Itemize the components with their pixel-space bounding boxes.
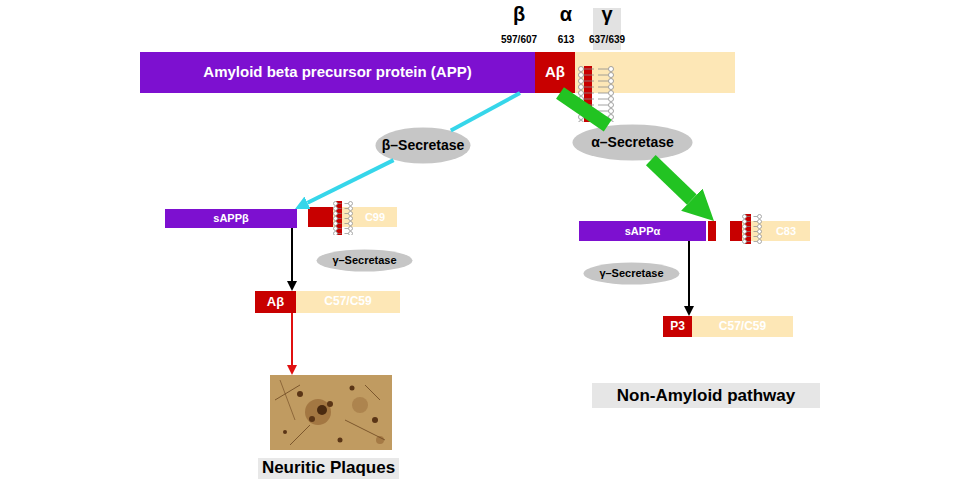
node-text: γ–Secretase (599, 267, 663, 279)
node-text: P3 (670, 320, 685, 333)
node-text: α–Secretase (591, 135, 674, 150)
plaque-dot (309, 416, 315, 422)
fiber-line (290, 425, 310, 445)
fragment-box: C83 (730, 221, 810, 241)
peptide-box: P3 (663, 316, 692, 337)
plaque-dot (327, 401, 333, 407)
cleavage-site: α (552, 1, 580, 27)
fiber-line (280, 380, 295, 420)
plaque-halo (305, 399, 331, 425)
text-area: sAPPα (579, 221, 706, 241)
cleavage-site: β (505, 1, 533, 27)
node-text: Aβ (545, 64, 565, 81)
micrograph-shade (270, 375, 392, 450)
plaque-halo (352, 397, 368, 413)
fiber-line (365, 385, 380, 400)
text-area: β–Secretase (375, 127, 471, 164)
text-area: P3 (663, 316, 692, 337)
plaque-core (317, 405, 327, 415)
precursor-protein-bar: Amyloid beta precursor protein (APP) Aβ (140, 52, 735, 93)
text-area: Aβ (255, 291, 296, 313)
membrane-bilayer (578, 66, 614, 122)
residue-number: 597/607 (492, 32, 546, 46)
beta-cleavage-arrow (451, 93, 520, 130)
fragment-box: C99 (308, 207, 397, 227)
node-text: C99 (365, 211, 385, 223)
ellipse-shape (317, 250, 413, 272)
node-text: C57/C59 (324, 295, 371, 308)
ellipse-shape (573, 125, 693, 161)
fragment-box: sAPPβ (165, 209, 297, 228)
plaque-dot (283, 430, 287, 434)
node-text: γ–Secretase (332, 254, 396, 266)
gamma-cleavage-arrow (688, 241, 690, 306)
text-area: C83 (762, 221, 810, 241)
node-text: sAPPα (625, 225, 661, 237)
fragment-box: C57/C59 (296, 291, 400, 313)
text-area: γ–Secretase (316, 249, 413, 272)
plaque-dot (297, 391, 303, 397)
fiber-line (275, 385, 300, 400)
text-area: sAPPβ (165, 209, 297, 228)
pathway-label: Non-Amyloid pathway (592, 383, 820, 408)
aggregation-arrow (291, 313, 293, 365)
text-area: C99 (353, 207, 397, 227)
text-area: Amyloid beta precursor protein (APP) (140, 52, 535, 93)
node-text: Amyloid beta precursor protein (APP) (203, 64, 471, 81)
transmembrane-segment (745, 214, 751, 244)
gamma-cleavage-arrow (291, 228, 293, 281)
text-area: α–Secretase (572, 124, 693, 161)
node-text: Aβ (267, 295, 284, 309)
plaque-micrograph (270, 375, 392, 450)
micrograph-background (270, 375, 392, 450)
plaque-image: Neuritic Plaques (245, 375, 412, 480)
residue-number: 613 (551, 32, 581, 46)
plaque-dot (338, 438, 343, 443)
plaque-dot (372, 417, 378, 423)
text-area: C57/C59 (296, 291, 400, 313)
text-area: Neuritic Plaques (245, 457, 412, 480)
text-area: γ–Secretase (583, 262, 680, 285)
peptide-box: Aβ (255, 291, 296, 313)
enzyme-ellipse: α–Secretase (572, 124, 693, 161)
ellipse-shape (376, 128, 471, 164)
transmembrane-segment (584, 66, 592, 122)
cleavage-site: γ (593, 1, 621, 27)
node-text: C83 (776, 225, 796, 237)
node-text: C57/C59 (719, 320, 766, 333)
alpha-cleavage-arrow (560, 93, 608, 126)
enzyme-ellipse: γ–Secretase (583, 262, 680, 285)
residue-number: 637/639 (580, 32, 634, 46)
node-text: β–Secretase (382, 138, 465, 153)
amyloid-domain: Aβ (535, 52, 575, 93)
transmembrane-segment (336, 201, 342, 235)
text-area: C57/C59 (692, 316, 793, 337)
node-text: Neuritic Plaques (258, 458, 399, 479)
enzyme-ellipse: γ–Secretase (316, 249, 413, 272)
text-area: Aβ (535, 52, 575, 93)
fiber-line (345, 420, 385, 440)
enzyme-ellipse: β–Secretase (375, 127, 471, 164)
fragment-box: C57/C59 (692, 316, 793, 337)
fragment-box: sAPPα (579, 221, 716, 241)
membrane-bilayer (742, 214, 762, 244)
beta-cleavage-arrow (308, 160, 394, 203)
membrane-bilayer (333, 201, 353, 235)
ellipse-shape (584, 263, 680, 285)
node-text: sAPPβ (213, 212, 248, 224)
alpha-cleavage-arrow (651, 160, 692, 200)
plaque-dot (350, 386, 355, 391)
